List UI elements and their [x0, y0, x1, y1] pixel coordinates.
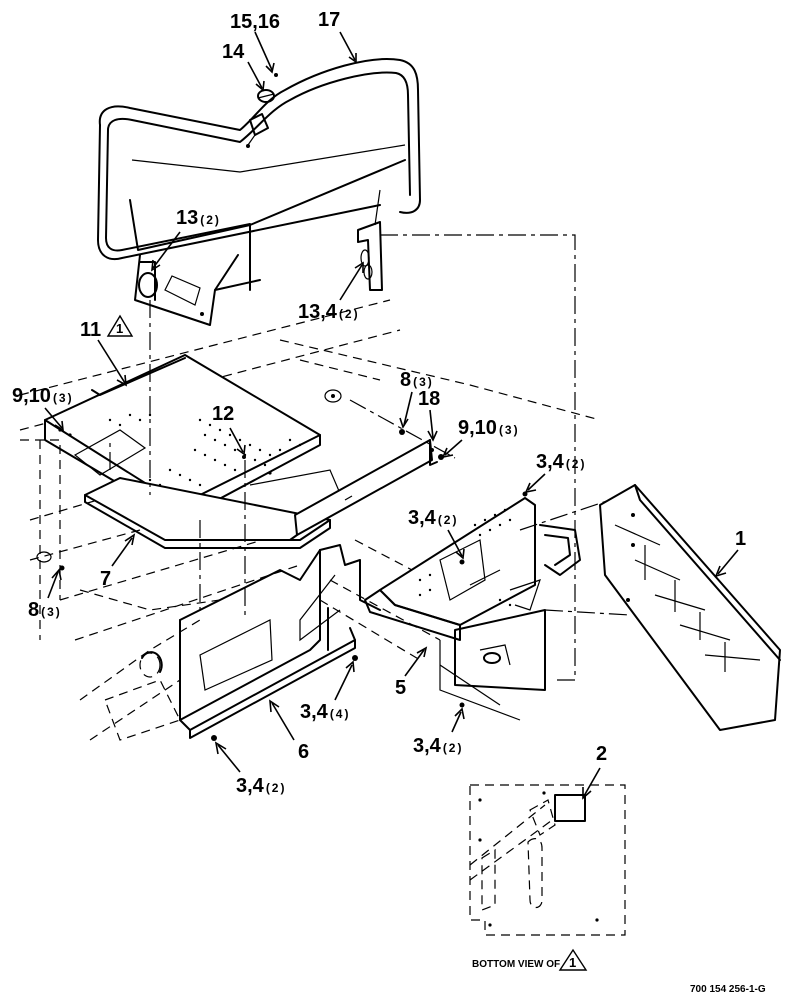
ladder-1	[599, 484, 781, 731]
bracket-18	[289, 439, 444, 541]
seat-back-frame	[97, 58, 421, 326]
panel-7	[84, 469, 346, 549]
callout-3-4-a: 3,4(2)	[536, 451, 586, 473]
callout-2: 2	[596, 743, 607, 765]
callout-12: 12	[212, 403, 234, 425]
callout-13-4: 13,4(2)	[298, 301, 360, 323]
callout-5: 5	[395, 677, 406, 699]
callout-14: 14	[222, 41, 245, 63]
callout-7: 7	[100, 568, 111, 590]
bottom-view-inset: 2 BOTTOM VIEW OF 1	[469, 743, 626, 971]
part-2-pad	[554, 794, 586, 822]
callout-17: 17	[318, 9, 340, 31]
panel-11	[44, 354, 321, 521]
callout-9-10-left: 9,10(3)	[12, 385, 74, 407]
callouts: 15,16 17 14 13(2) 13,4(2) 11 1 9,10(3) 1…	[12, 9, 746, 797]
callout-9-10-right: 9,10(3)	[458, 417, 520, 439]
note-flag-11-number: 1	[116, 321, 123, 336]
callout-6: 6	[298, 741, 309, 763]
frame-lower	[179, 544, 381, 741]
note-flag-11	[106, 314, 134, 337]
callout-11: 11	[80, 319, 101, 341]
connection-lines	[36, 234, 631, 681]
callout-8-lower: 8(3)	[28, 599, 62, 621]
callout-3-4-c: 3,4(4)	[300, 701, 350, 723]
callout-15-16: 15,16	[230, 11, 280, 33]
callout-8-upper: 8(3)	[400, 369, 434, 391]
callout-3-4-b: 3,4(2)	[408, 507, 458, 529]
callout-1: 1	[735, 528, 746, 550]
bottom-view-caption: BOTTOM VIEW OF	[472, 959, 560, 970]
callout-18: 18	[418, 388, 440, 410]
callout-3-4-e: 3,4(2)	[236, 775, 286, 797]
bottom-view-flag	[558, 948, 588, 971]
callout-13: 13(2)	[176, 207, 221, 229]
bottom-view-flag-number: 1	[569, 955, 576, 970]
step-5	[364, 491, 581, 721]
callout-3-4-d: 3,4(2)	[413, 735, 463, 757]
drawing-number: 700 154 256-1-G	[690, 984, 766, 995]
